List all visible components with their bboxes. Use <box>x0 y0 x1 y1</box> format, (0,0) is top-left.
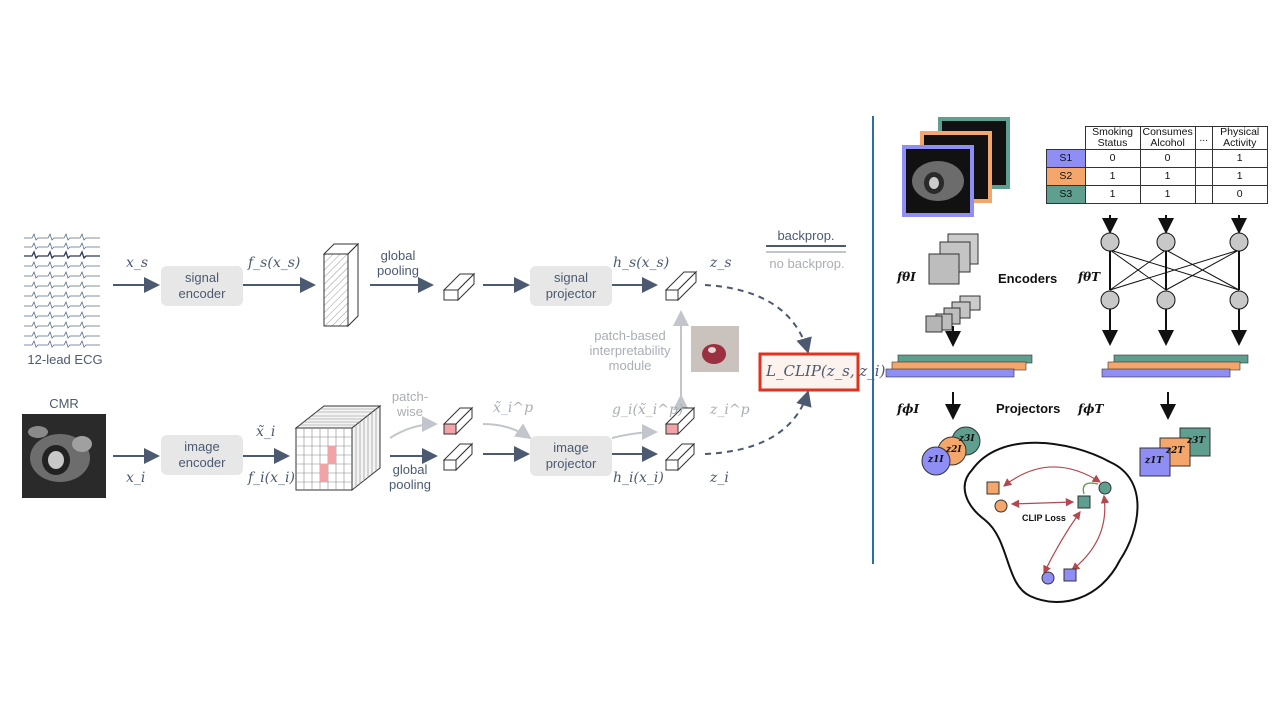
math-zip: z_i^p <box>710 402 750 418</box>
table-row: S3 1 1 0 <box>1046 185 1268 204</box>
f-phi-i-label: fϕI <box>897 402 920 416</box>
loss-box <box>758 352 860 392</box>
ecg-label: 12-lead ECG <box>27 352 103 367</box>
table-row: S2 1 1 1 <box>1046 167 1268 186</box>
row-id: S1 <box>1046 149 1086 168</box>
mri-stack <box>902 117 1010 217</box>
row-id: S2 <box>1046 167 1086 186</box>
loss-label: L_CLIP(z_s, z_i) <box>766 362 886 380</box>
math-hs: h_s(x_s) <box>613 255 670 271</box>
math-xip: x̃_i^p <box>493 400 534 416</box>
ecg-image <box>24 232 100 348</box>
table-cell: 0 <box>1139 149 1196 168</box>
text-encoder-mlp <box>1100 215 1249 346</box>
image-projector-box: image projector <box>530 436 612 476</box>
cmr-label: CMR <box>49 396 79 411</box>
z1-image-label: z1I <box>928 455 944 465</box>
backprop-label: backprop. <box>777 228 835 243</box>
table-cell <box>1194 185 1213 204</box>
cmr-image <box>22 414 106 498</box>
table-cell: 1 <box>1084 167 1141 186</box>
z3-text-label: z3T <box>1187 436 1206 446</box>
z2-text-label: z2T <box>1166 446 1185 456</box>
no-backprop-label: no backprop. <box>769 256 845 271</box>
table-header: Physical Activity <box>1211 126 1268 150</box>
projectors-label: Projectors <box>996 401 1061 416</box>
math-fi: f_i(x_i) <box>248 470 295 486</box>
table-header: Smoking Status <box>1084 126 1141 150</box>
attributes-table: Smoking Status Consumes Alcohol ... Phys… <box>1046 126 1268 204</box>
f-theta-i-label: fθI <box>897 270 916 284</box>
table-cell: 0 <box>1211 185 1268 204</box>
signal-projector-box: signal projector <box>530 266 612 306</box>
table-cell: 1 <box>1084 185 1141 204</box>
table-header: Consumes Alcohol <box>1139 126 1196 150</box>
feature-map-image <box>294 404 382 492</box>
projected-vector-signal <box>664 270 698 302</box>
math-xi: x_i <box>126 470 146 486</box>
z2-image-label: z2I <box>946 445 962 455</box>
patch-thumbnail <box>691 326 739 372</box>
table-cell: 1 <box>1139 167 1196 186</box>
math-hi: h_i(x_i) <box>613 470 664 486</box>
feature-map-signal <box>322 242 360 328</box>
global-pooling-top-label: global pooling <box>377 248 419 278</box>
math-xi-tilde: x̃_i <box>256 424 276 440</box>
clip-loss-label: CLIP Loss <box>1022 513 1066 523</box>
table-cell: 0 <box>1084 149 1141 168</box>
image-encoder-box: image encoder <box>161 435 243 475</box>
math-zi: z_i <box>710 470 729 486</box>
patch-wise-label: patch-wise <box>391 389 429 419</box>
table-header: ... <box>1194 126 1213 150</box>
z3-image-label: z3I <box>959 434 975 444</box>
signal-encoder-box: signal encoder <box>161 266 243 306</box>
table-cell: 1 <box>1211 167 1268 186</box>
row-id: S3 <box>1046 185 1086 204</box>
table-cell: 1 <box>1139 185 1196 204</box>
table-cell <box>1194 167 1213 186</box>
math-gi: g_i(x̃_i^p) <box>612 402 684 418</box>
math-xs: x_s <box>126 255 149 271</box>
f-phi-t-label: fϕT <box>1078 402 1104 416</box>
table-cell: 1 <box>1211 149 1268 168</box>
global-pooling-bottom-label: global pooling <box>389 462 431 492</box>
panel-divider <box>872 116 874 564</box>
z1-text-label: z1T <box>1145 456 1164 466</box>
image-encoder-cnn <box>925 233 981 333</box>
f-theta-t-label: fθT <box>1078 270 1101 284</box>
encoders-label: Encoders <box>998 271 1058 286</box>
table-cell <box>1194 149 1213 168</box>
math-fs: f_s(x_s) <box>248 255 301 271</box>
patch-module-label: patch-based interpretability module <box>589 328 671 373</box>
math-zs: z_s <box>710 255 732 271</box>
pooled-vector-signal <box>442 272 476 302</box>
table-row: S1 0 0 1 <box>1046 149 1268 168</box>
